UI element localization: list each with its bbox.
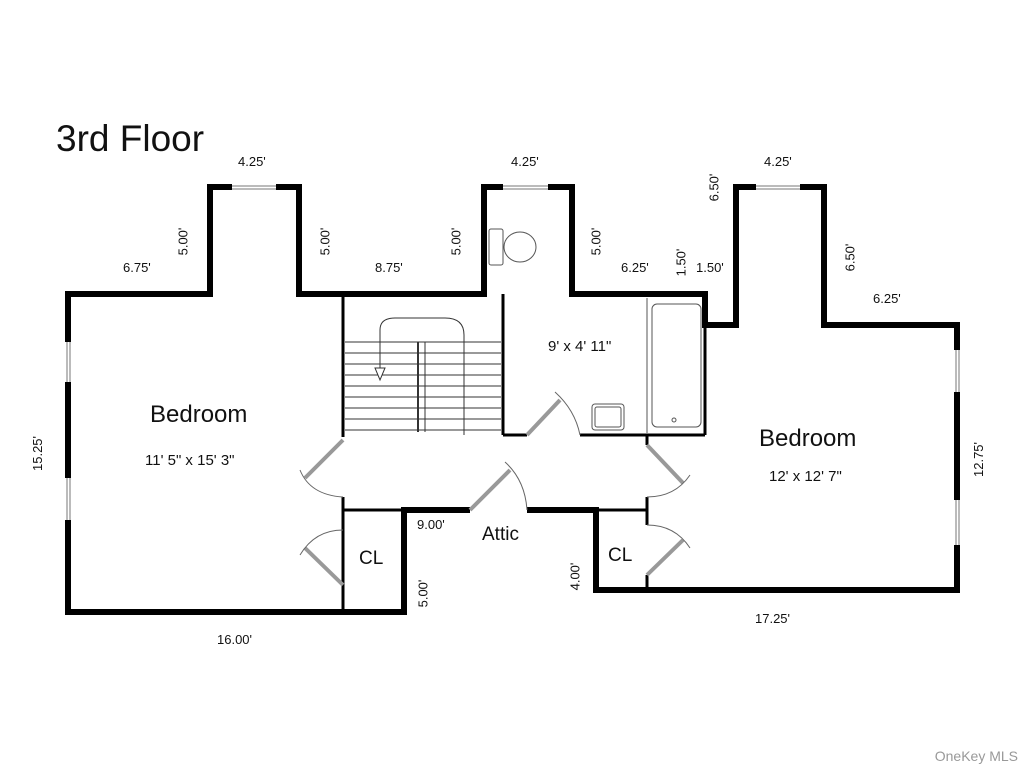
room-size-bedroom-left: 11' 5" x 15' 3" bbox=[145, 452, 235, 469]
dim-label: 15.25' bbox=[30, 435, 46, 472]
room-name-attic: Attic bbox=[482, 524, 519, 545]
room-size-bedroom-right: 12' x 12' 7" bbox=[769, 468, 842, 485]
room-name-bedroom-left: Bedroom bbox=[150, 401, 248, 428]
dim-label: 4.25' bbox=[511, 154, 539, 169]
dim-label: 17.25' bbox=[755, 611, 791, 626]
dim-label: 6.25' bbox=[873, 291, 901, 306]
dim-label: 4.25' bbox=[238, 154, 266, 169]
room-name-bedroom-right: Bedroom bbox=[759, 425, 857, 452]
watermark: OneKey MLS bbox=[934, 748, 1018, 764]
staircase bbox=[345, 317, 501, 435]
dim-label: 5.00' bbox=[588, 227, 604, 256]
floor-title: 3rd Floor bbox=[56, 118, 205, 159]
windows bbox=[64, 183, 961, 545]
interior-walls bbox=[341, 294, 707, 612]
room-size-bath: 9' x 4' 11" bbox=[548, 338, 612, 355]
dim-label: 6.50' bbox=[706, 173, 722, 202]
bath-fixtures bbox=[488, 228, 702, 433]
dim-label: 5.00' bbox=[448, 227, 464, 256]
dim-label: 6.50' bbox=[842, 243, 858, 272]
dim-label: 12.75' bbox=[971, 441, 987, 478]
dim-label: 1.50' bbox=[673, 248, 689, 277]
room-name-closet-right: CL bbox=[608, 545, 633, 566]
dim-label: 16.00' bbox=[217, 632, 253, 647]
dim-label: 1.50' bbox=[696, 260, 724, 275]
dim-label: 5.00' bbox=[415, 579, 431, 608]
doors bbox=[299, 391, 691, 587]
dim-label: 5.00' bbox=[317, 227, 333, 256]
room-name-closet-left: CL bbox=[359, 548, 384, 569]
dim-label: 6.75' bbox=[123, 260, 151, 275]
dim-label: 9.00' bbox=[417, 517, 445, 532]
dim-label: 6.25' bbox=[621, 260, 649, 275]
dim-label: 4.00' bbox=[567, 562, 583, 591]
dim-label: 4.25' bbox=[764, 154, 792, 169]
dim-label: 8.75' bbox=[375, 260, 403, 275]
dim-label: 5.00' bbox=[175, 227, 191, 256]
